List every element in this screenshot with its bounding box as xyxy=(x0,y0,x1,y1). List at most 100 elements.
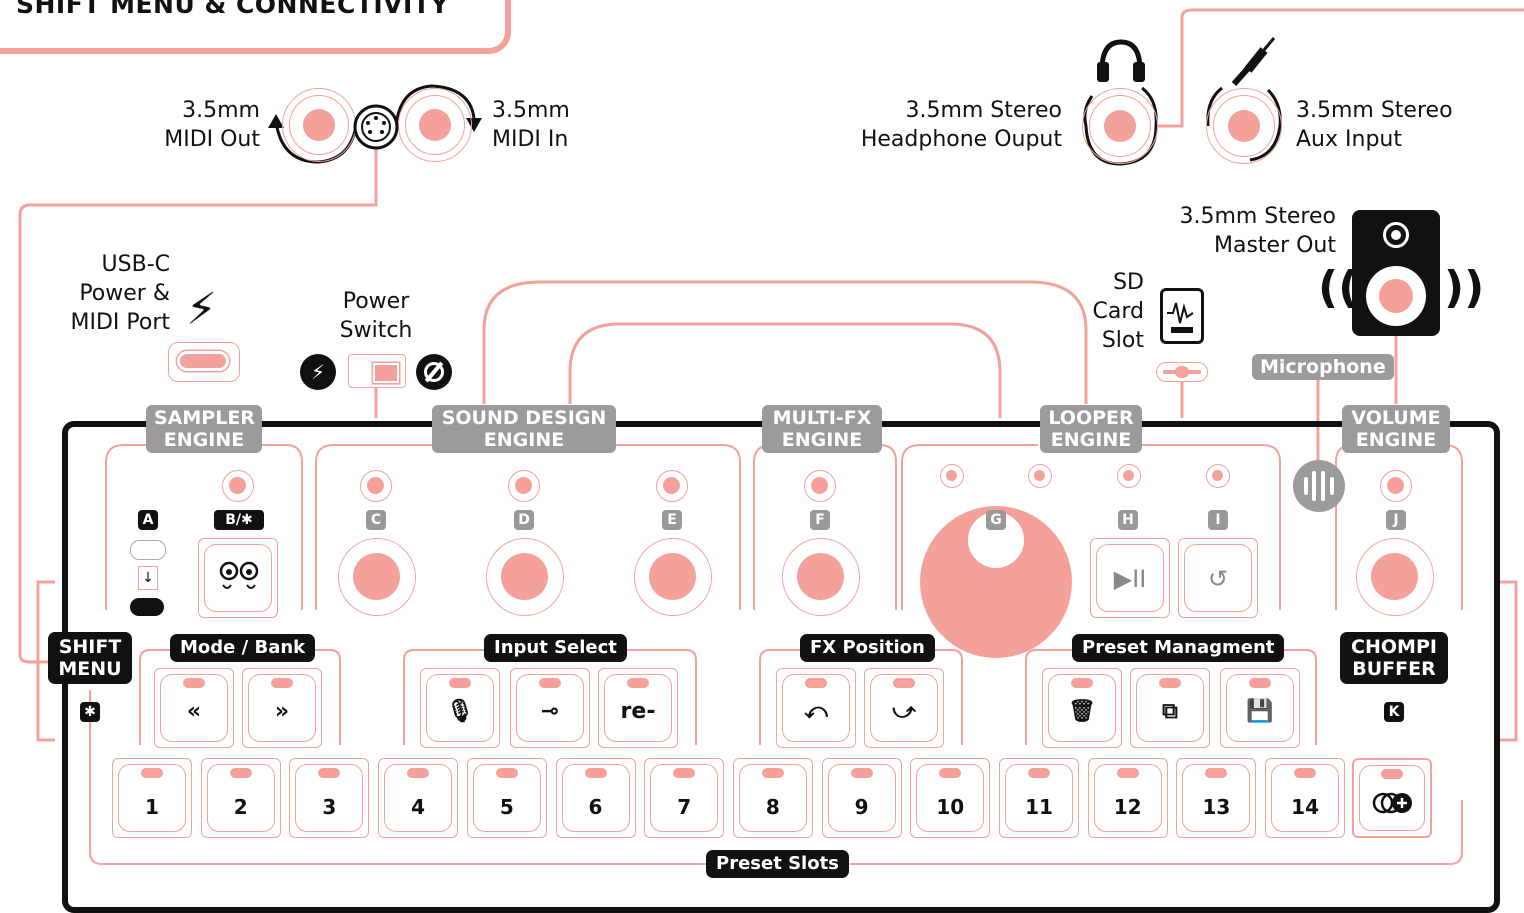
mode-toggle-icon xyxy=(130,540,166,560)
knob-f[interactable] xyxy=(782,538,860,616)
led-d xyxy=(508,470,540,502)
chompi-buffer-button[interactable] xyxy=(1352,758,1432,838)
preset-slot-number: 3 xyxy=(322,795,337,819)
knob-j[interactable] xyxy=(1356,538,1434,616)
preset-slot-13[interactable]: 13 xyxy=(1176,758,1257,838)
midi-in-jack xyxy=(398,88,472,162)
preset-slot-2[interactable]: 2 xyxy=(200,758,281,838)
copy-icon: ⧉ xyxy=(1162,699,1178,724)
preset-slot-4[interactable]: 4 xyxy=(378,758,459,838)
led-h xyxy=(1117,464,1141,488)
bank-prev-button[interactable]: « xyxy=(154,668,234,748)
title-frame xyxy=(0,0,511,54)
letter-j: J xyxy=(1386,510,1406,530)
device-board xyxy=(62,421,1500,913)
aux-cable-icon xyxy=(1231,37,1276,86)
preset-management-tag: Preset Managment xyxy=(1072,634,1285,662)
mode-bank-tag: Mode / Bank xyxy=(170,634,316,662)
knob-e[interactable] xyxy=(634,538,712,616)
resample-icon: re- xyxy=(620,699,656,724)
fx-post-icon: ⤻ xyxy=(892,699,916,724)
sd-card-slot xyxy=(1156,362,1208,382)
preset-delete-button[interactable]: 🗑 xyxy=(1042,668,1122,748)
fx-post-button[interactable]: ⤻ xyxy=(864,668,944,748)
preset-slot-number: 6 xyxy=(588,795,603,819)
preset-slot-number: 11 xyxy=(1025,795,1053,819)
buffer-icon xyxy=(130,598,164,616)
preset-slots-tag: Preset Slots xyxy=(706,850,849,878)
sound-waves-right-icon: )) xyxy=(1444,262,1485,313)
letter-b: B/✱ xyxy=(214,510,264,530)
input-line-button[interactable]: ⊸ xyxy=(510,668,590,748)
preset-slot-8[interactable]: 8 xyxy=(732,758,813,838)
preset-slot-number: 13 xyxy=(1202,795,1231,819)
preset-copy-button[interactable]: ⧉ xyxy=(1130,668,1210,748)
loop-icon: ↺ xyxy=(1207,565,1229,593)
preset-slot-1[interactable]: 1 xyxy=(112,758,192,838)
headphones-icon xyxy=(1097,39,1145,82)
bank-next-button[interactable]: » xyxy=(242,668,322,748)
preset-slot-number: 12 xyxy=(1113,795,1142,819)
preset-slot-number: 1 xyxy=(145,795,159,819)
loop-button[interactable]: ↺ xyxy=(1178,538,1258,618)
preset-slot-number: 14 xyxy=(1291,795,1320,819)
looper-knob-g[interactable] xyxy=(920,506,1072,658)
usb-c-port xyxy=(168,342,240,382)
letter-h: H xyxy=(1118,510,1138,530)
led-g1 xyxy=(940,464,964,488)
play-pause-button[interactable]: ▶II xyxy=(1090,538,1170,618)
play-pause-icon: ▶II xyxy=(1113,565,1147,593)
letter-c: C xyxy=(366,510,386,530)
preset-slot-number: 10 xyxy=(936,795,965,819)
preset-slot-number: 8 xyxy=(765,795,780,819)
input-mic-button[interactable]: 🎙 xyxy=(420,668,500,748)
preset-slot-number: 5 xyxy=(499,795,514,819)
preset-slot-3[interactable]: 3 xyxy=(289,758,370,838)
preset-save-button[interactable]: 💾 xyxy=(1220,668,1300,748)
led-f xyxy=(804,470,836,502)
save-icon: 💾 xyxy=(1246,699,1274,724)
preset-slot-10[interactable]: 10 xyxy=(910,758,991,838)
microphone-icon: 🎙 xyxy=(446,699,474,724)
led-j xyxy=(1380,470,1412,502)
shift-star-key[interactable]: ✱ xyxy=(80,702,100,722)
input-select-tag: Input Select xyxy=(484,634,627,662)
knob-d[interactable] xyxy=(486,538,564,616)
preset-slot-5[interactable]: 5 xyxy=(466,758,547,838)
knob-c[interactable] xyxy=(338,538,416,616)
preset-slot-14[interactable]: 14 xyxy=(1265,758,1346,838)
lightning-icon: ⚡ xyxy=(186,284,217,335)
led-e xyxy=(656,470,688,502)
power-switch[interactable] xyxy=(348,354,406,388)
preset-slot-12[interactable]: 12 xyxy=(1087,758,1168,838)
letter-k: K xyxy=(1384,702,1404,722)
sampler-button-b[interactable] xyxy=(198,538,278,618)
led-c xyxy=(360,470,392,502)
fx-pre-button[interactable]: ⤺ xyxy=(776,668,856,748)
preset-slot-7[interactable]: 7 xyxy=(644,758,725,838)
aux-jack xyxy=(1206,88,1282,164)
letter-d: D xyxy=(514,510,534,530)
preset-slot-number: 2 xyxy=(233,795,248,819)
buffer-add-icon xyxy=(1372,792,1412,814)
preset-slot-number: 9 xyxy=(854,795,869,819)
preset-slot-11[interactable]: 11 xyxy=(999,758,1079,838)
arrow-down-icon: ↓ xyxy=(138,566,158,590)
preset-slot-9[interactable]: 9 xyxy=(821,758,902,838)
headphone-jack xyxy=(1082,88,1158,164)
preset-slot-6[interactable]: 6 xyxy=(555,758,636,838)
preset-slot-number: 4 xyxy=(411,795,426,819)
input-resample-button[interactable]: re- xyxy=(598,668,678,748)
page-title: SHIFT MENU & CONNECTIVITY xyxy=(16,0,449,19)
